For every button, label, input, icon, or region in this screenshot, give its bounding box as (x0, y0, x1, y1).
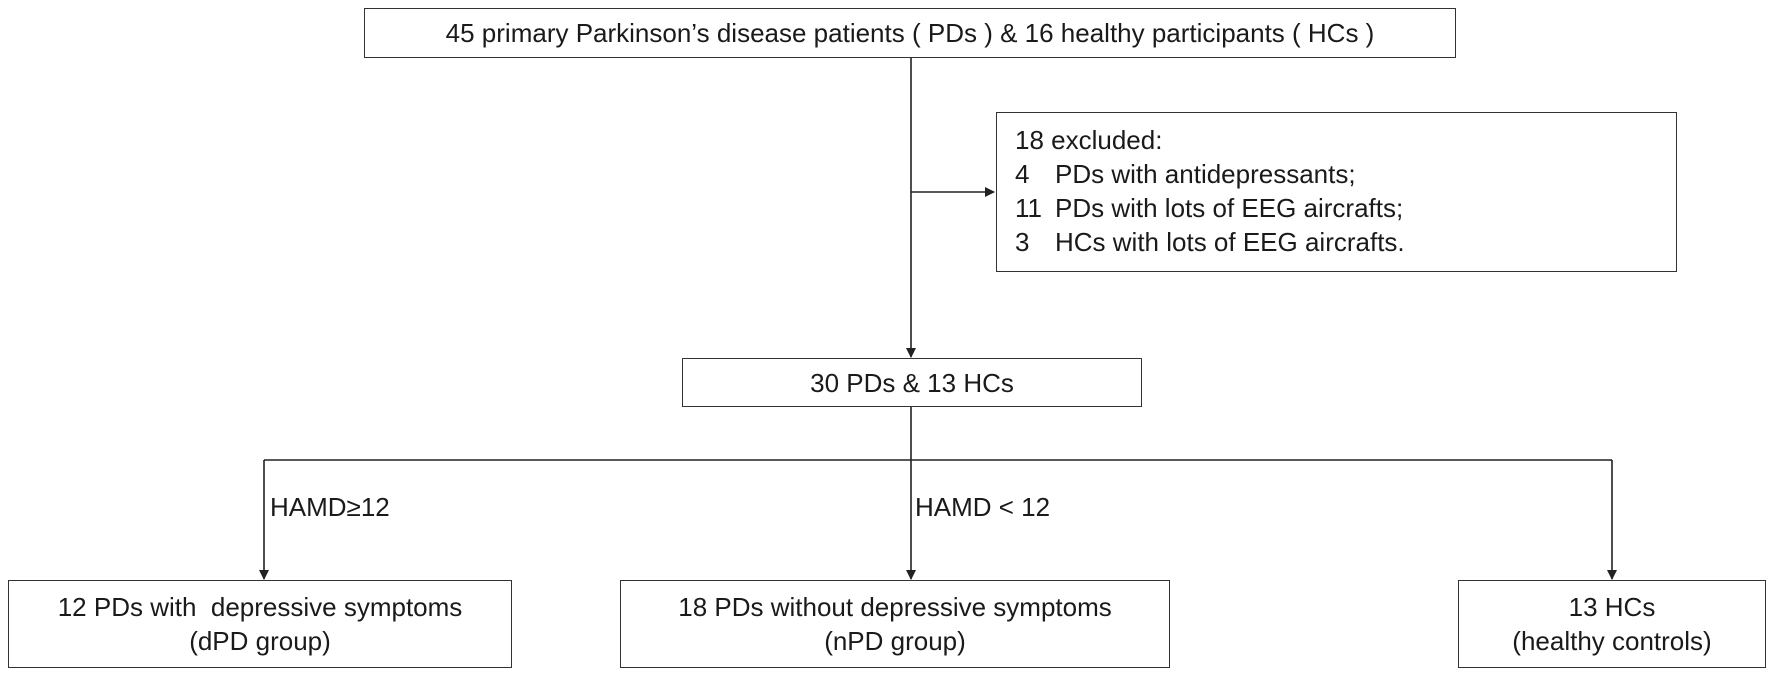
enrolled-text: 45 primary Parkinson’s disease patients … (445, 18, 1375, 48)
npd-group-line2: (nPD group) (824, 626, 966, 656)
dpd-group-line2: (dPD group) (189, 626, 331, 656)
analyzed-text: 30 PDs & 13 HCs (810, 367, 1014, 398)
branch-label-left: HAMD≥12 (270, 492, 390, 522)
hc-group-line2: (healthy controls) (1512, 626, 1712, 656)
npd-group-box: 18 PDs without depressive symptoms (nPD … (620, 580, 1170, 668)
analyzed-box: 30 PDs & 13 HCs (682, 358, 1142, 407)
branch-label-center: HAMD < 12 (915, 492, 1051, 522)
dpd-group-line1: 12 PDs with depressive symptoms (57, 592, 463, 622)
dpd-group-box: 12 PDs with depressive symptoms (dPD gro… (8, 580, 512, 668)
excluded-title: 18 excluded: (1015, 125, 1163, 155)
npd-group-line1: 18 PDs without depressive symptoms (678, 592, 1112, 622)
hc-group-line1: 13 HCs (1568, 592, 1656, 622)
hc-group-box: 13 HCs (healthy controls) (1458, 580, 1766, 668)
enrolled-box: 45 primary Parkinson’s disease patients … (364, 8, 1456, 58)
